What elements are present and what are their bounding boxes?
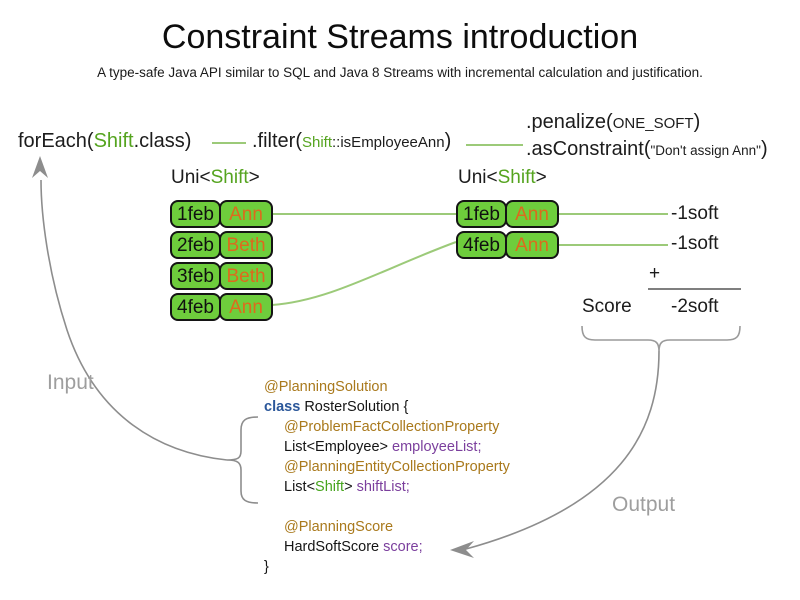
- code-line: class RosterSolution {: [264, 397, 510, 417]
- code-token: @ProblemFactCollectionProperty: [284, 419, 500, 435]
- code-token: @PlanningEntityCollectionProperty: [284, 459, 510, 475]
- date-cell: 3feb: [170, 262, 221, 290]
- score-value: -2soft: [671, 296, 719, 317]
- employee-cell: Beth: [219, 231, 273, 259]
- penalize-suffix: ): [693, 111, 701, 133]
- code-token: RosterSolution {: [300, 399, 409, 415]
- penalize-arg: ONE_SOFT: [612, 115, 694, 132]
- asconstraint-prefix: .asConstraint(: [526, 138, 651, 160]
- asconstraint-arg: "Don't assign Ann": [650, 143, 761, 158]
- right-header-prefix: Uni<: [458, 167, 498, 188]
- code-token: List<Employee>: [284, 439, 393, 455]
- code-line: [264, 497, 510, 517]
- asconstraint-expression: .asConstraint("Don't assign Ann"): [526, 138, 768, 161]
- input-arrowhead-icon: [32, 156, 48, 178]
- penalize-prefix: .penalize(: [526, 111, 613, 133]
- code-line: List<Employee> employeeList;: [264, 437, 510, 457]
- slide-subtitle: A type-safe Java API similar to SQL and …: [97, 65, 703, 80]
- employee-cell: Beth: [219, 262, 273, 290]
- input-label: Input: [47, 371, 94, 394]
- foreach-prefix: forEach(: [18, 130, 94, 152]
- left-stream-header: Uni<Shift>: [171, 167, 260, 189]
- input-brace: [226, 416, 259, 504]
- asconstraint-suffix: ): [760, 138, 768, 160]
- slide-title: Constraint Streams introduction: [161, 18, 639, 56]
- foreach-type: Shift: [93, 130, 134, 152]
- output-label: Output: [612, 493, 676, 516]
- left-header-prefix: Uni<: [171, 167, 211, 188]
- connector-row4feb-curve: [271, 241, 457, 306]
- filter-arg-type: Shift: [302, 134, 333, 151]
- foreach-expression: forEach(Shift.class): [18, 130, 191, 153]
- employee-cell: Ann: [505, 200, 559, 228]
- code-token: score;: [383, 539, 423, 555]
- code-token: HardSoftScore: [284, 539, 384, 555]
- code-token: class: [264, 399, 301, 415]
- code-token: @PlanningSolution: [264, 379, 388, 395]
- right-header-suffix: >: [535, 167, 547, 188]
- code-line: }: [264, 557, 510, 577]
- score-label: Score: [582, 296, 632, 317]
- employee-cell: Ann: [219, 200, 273, 228]
- filter-suffix: ): [444, 130, 452, 152]
- code-token: employeeList;: [392, 439, 482, 455]
- score-brace: [581, 325, 741, 352]
- date-cell: 2feb: [170, 231, 221, 259]
- left-header-suffix: >: [248, 167, 260, 188]
- code-token: >: [344, 479, 357, 495]
- date-cell: 4feb: [170, 293, 221, 321]
- code-line: @PlanningScore: [264, 517, 510, 537]
- code-token: }: [264, 559, 269, 575]
- code-line: @ProblemFactCollectionProperty: [264, 417, 510, 437]
- output-arrowhead-icon: [450, 541, 474, 558]
- code-line: @PlanningEntityCollectionProperty: [264, 457, 510, 477]
- filter-arg-rest: ::isEmployeeAnn: [332, 134, 445, 151]
- penalty-value-2: -1soft: [671, 233, 719, 254]
- foreach-suffix: .class): [133, 130, 192, 152]
- code-token: List<: [284, 479, 316, 495]
- date-cell: 1feb: [456, 200, 507, 228]
- code-line: HardSoftScore score;: [264, 537, 510, 557]
- code-token: @PlanningScore: [284, 519, 394, 535]
- filter-prefix: .filter(: [252, 130, 302, 152]
- roster-solution-code: @PlanningSolution class RosterSolution { @…: [264, 377, 510, 577]
- penalize-expression: .penalize(ONE_SOFT): [526, 111, 700, 134]
- employee-cell: Ann: [219, 293, 273, 321]
- code-line: List<Shift> shiftList;: [264, 477, 510, 497]
- right-header-type: Shift: [497, 167, 536, 188]
- input-arrow-curve: [40, 179, 228, 461]
- code-token: Shift: [315, 479, 345, 495]
- filter-expression: .filter(Shift::isEmployeeAnn): [252, 130, 451, 153]
- date-cell: 4feb: [456, 231, 507, 259]
- code-token: shiftList;: [356, 479, 410, 495]
- employee-cell: Ann: [505, 231, 559, 259]
- output-arrow-curve: [465, 350, 660, 550]
- left-header-type: Shift: [210, 167, 249, 188]
- plus-sign: +: [649, 263, 661, 284]
- penalty-value-1: -1soft: [671, 203, 719, 224]
- date-cell: 1feb: [170, 200, 221, 228]
- right-stream-header: Uni<Shift>: [458, 167, 547, 189]
- code-line: @PlanningSolution: [264, 377, 510, 397]
